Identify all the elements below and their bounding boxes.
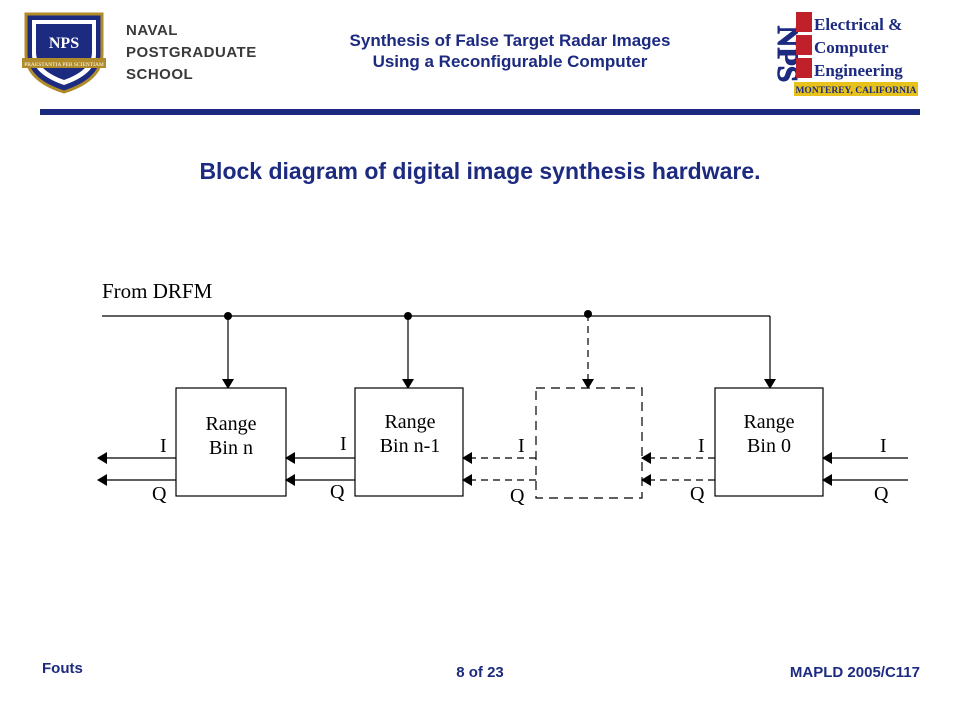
range-bin-0-block xyxy=(714,387,824,497)
source-label: From DRFM xyxy=(102,279,213,303)
footer-page-number: 8 of 23 xyxy=(456,664,504,681)
q-label: Q xyxy=(510,485,525,507)
block-label-line2: Bin 0 xyxy=(747,435,791,457)
ece-logo: NPS Electrical & Computer Engineering MO… xyxy=(771,12,918,96)
school-name-line: POSTGRADUATE xyxy=(126,44,257,61)
ece-line-computer: Computer xyxy=(814,38,889,57)
i-label: I xyxy=(698,435,705,457)
footer-conference: MAPLD 2005/C117 xyxy=(789,664,920,681)
range-bin-n-block xyxy=(175,387,287,497)
slide-header: NPS PRAESTANTIA PER SCIENTIAM NAVAL POST… xyxy=(0,0,960,120)
seal-motto: PRAESTANTIA PER SCIENTIAM xyxy=(24,62,104,68)
block-label-line2: Bin n-1 xyxy=(380,435,441,457)
i-label: I xyxy=(518,435,525,457)
presentation-title-line1: Synthesis of False Target Radar Images xyxy=(349,31,671,50)
slide-title: Block diagram of digital image synthesis… xyxy=(199,158,761,184)
block-label-line2: Bin n xyxy=(209,437,253,459)
q-label: Q xyxy=(152,483,167,505)
presentation-title: Synthesis of False Target Radar Images U… xyxy=(290,30,730,72)
presentation-title-line2: Using a Reconfigurable Computer xyxy=(372,52,648,71)
nps-seal-icon: NPS PRAESTANTIA PER SCIENTIAM xyxy=(22,12,106,94)
i-label: I xyxy=(880,435,887,457)
ece-line-electrical: Electrical & xyxy=(814,15,902,34)
nps-logo: NPS PRAESTANTIA PER SCIENTIAM NAVAL POST… xyxy=(18,8,258,94)
q-label: Q xyxy=(874,483,889,505)
q-label: Q xyxy=(330,481,345,503)
block-diagram: From DRFM Range Bin n Range Bin n-1 Rang… xyxy=(97,279,908,507)
ece-location: MONTEREY, CALIFORNIA xyxy=(795,86,916,96)
school-name-line: SCHOOL xyxy=(126,66,194,83)
ece-line-engineering: Engineering xyxy=(814,61,903,80)
block-label-line1: Range xyxy=(743,411,794,433)
school-name: NAVAL POSTGRADUATE SCHOOL xyxy=(126,20,257,86)
i-label: I xyxy=(160,435,167,457)
placeholder-block-dashed xyxy=(535,387,643,499)
footer-author: Fouts xyxy=(42,660,83,677)
range-bin-n-1-block xyxy=(354,387,464,497)
header-divider xyxy=(40,109,920,115)
block-label-line1: Range xyxy=(205,413,256,435)
q-label: Q xyxy=(690,483,705,505)
block-label-line1: Range xyxy=(384,411,435,433)
seal-text: NPS xyxy=(49,35,79,52)
i-label: I xyxy=(340,433,347,455)
school-name-line: NAVAL xyxy=(126,22,178,39)
